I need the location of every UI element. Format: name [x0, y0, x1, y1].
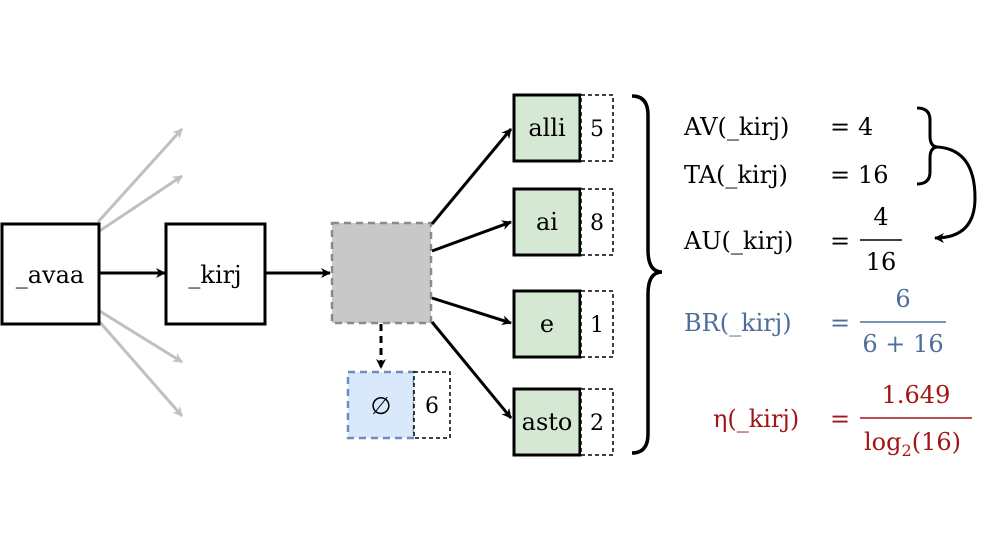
- branch-arrows: [430, 128, 513, 419]
- equation-av: AV(_kirj) = 4: [683, 113, 873, 141]
- eta-numerator: 1.649: [882, 381, 951, 409]
- av-rhs: 4: [858, 113, 873, 141]
- continuation-e: e 1: [512, 289, 614, 359]
- continuation-label: ai: [536, 208, 558, 236]
- equation-br: BR(_kirj) = 6 6 + 16: [684, 285, 946, 358]
- grouping-brace: [631, 94, 663, 455]
- small-brace: [916, 106, 939, 186]
- continuation-alli: alli 5: [512, 93, 614, 163]
- br-lhs: BR(_kirj): [684, 309, 792, 337]
- empty-count-box: [413, 371, 451, 439]
- node-empty: ∅ 6: [346, 370, 451, 440]
- br-denominator: 6 + 16: [862, 330, 943, 358]
- eta-denominator: log2(16): [864, 428, 961, 460]
- curved-arrow: [934, 145, 977, 243]
- arrow-to-asto: [430, 321, 513, 419]
- eta-den-arg: (16): [912, 428, 961, 456]
- node-current-label: _kirj: [188, 261, 241, 289]
- faded-arrow-3: [97, 308, 183, 364]
- continuation-ai: ai 8: [512, 187, 614, 257]
- au-numerator: 4: [873, 203, 888, 231]
- br-numerator: 6: [895, 285, 910, 313]
- ta-eq: =: [830, 161, 850, 189]
- continuation-count: 1: [590, 313, 604, 338]
- av-lhs: AV(_kirj): [683, 113, 789, 141]
- continuation-count: 2: [590, 411, 604, 436]
- continuation-count: 5: [590, 117, 604, 142]
- au-denominator: 16: [866, 248, 897, 276]
- node-start: _avaa: [0, 222, 101, 326]
- ta-lhs: TA(_kirj): [684, 161, 788, 189]
- branch-node: [330, 221, 433, 325]
- empty-symbol: ∅: [371, 392, 392, 420]
- arrow-to-ai: [431, 220, 512, 253]
- equation-ta: TA(_kirj) = 16: [684, 161, 889, 189]
- continuation-label: alli: [528, 114, 566, 142]
- continuation-label: e: [540, 310, 554, 338]
- faded-arrow-4: [96, 319, 184, 417]
- au-lhs: AU(_kirj): [683, 227, 793, 255]
- eta-den-log: log: [864, 428, 902, 456]
- faded-arrows: [96, 127, 184, 417]
- ta-rhs: 16: [858, 161, 889, 189]
- equation-au: AU(_kirj) = 4 16: [683, 203, 902, 276]
- faded-arrow-2: [97, 174, 183, 234]
- equation-eta: η(_kirj) = 1.649 log2(16): [713, 381, 972, 460]
- node-current: _kirj: [164, 222, 267, 326]
- eta-eq: =: [830, 405, 850, 433]
- continuation-label: asto: [522, 408, 573, 436]
- av-eq: =: [830, 113, 850, 141]
- eta-lhs: η(_kirj): [713, 405, 799, 433]
- continuation-count: 8: [590, 211, 604, 236]
- au-eq: =: [830, 227, 850, 255]
- empty-count: 6: [425, 394, 439, 419]
- faded-arrow-1: [96, 127, 184, 224]
- node-start-label: _avaa: [16, 261, 84, 289]
- br-eq: =: [830, 309, 850, 337]
- arrow-to-e: [431, 296, 512, 326]
- arrow-to-alli: [430, 128, 513, 225]
- continuation-asto: asto 2: [512, 387, 614, 457]
- eta-den-sub: 2: [902, 441, 912, 460]
